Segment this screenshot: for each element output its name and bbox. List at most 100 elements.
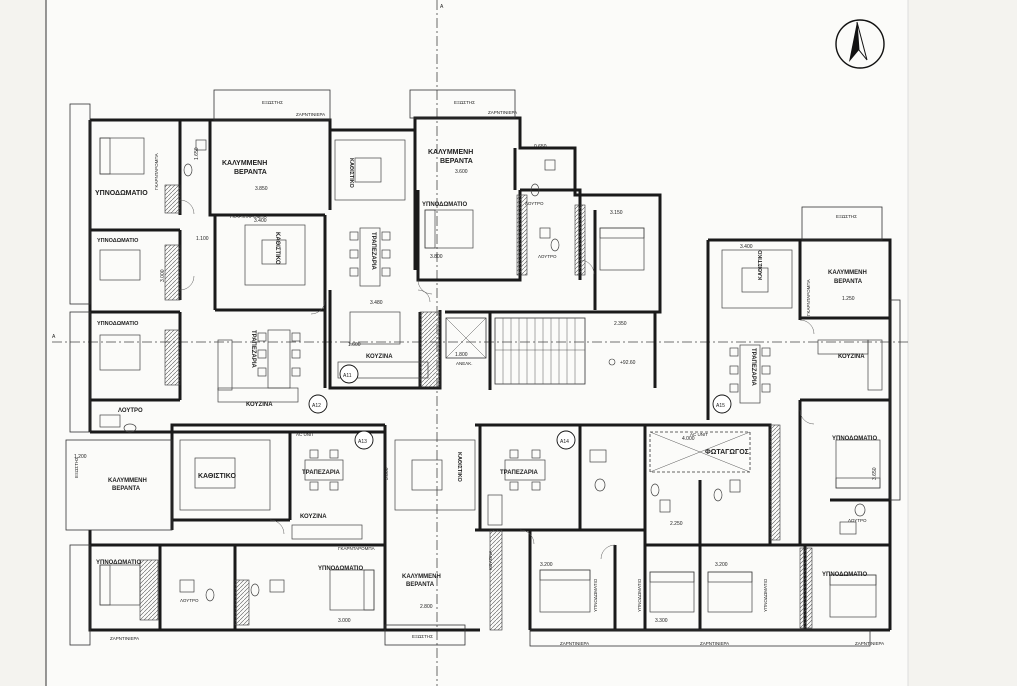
unit-a14-label: A14 — [560, 439, 569, 445]
label-balcony-1: ΕΞΩΣΤΗΣ — [262, 100, 283, 105]
label-wardrobe-4: ΓΚΑΡΝΤΑΡΟΜΠΑ — [338, 546, 375, 551]
dim-21: 2.250 — [670, 521, 683, 527]
dim-7: 1.800 — [455, 352, 468, 358]
label-bedroom-4: ΥΠΝΟΔΩΜΑΤΙΟ — [422, 202, 467, 208]
unit-markers: A11 A12 A13 A14 A15 — [308, 364, 732, 450]
label-veranda-4b: ΒΕΡΑΝΤΑ — [112, 486, 141, 492]
label-living-1: ΚΑΘΙΣΤΙΚΟ — [274, 232, 280, 265]
dim-1: 1.650 — [194, 147, 200, 160]
label-veranda-1b: ΒΕΡΑΝΤΑ — [234, 169, 267, 176]
dim-2: 3.850 — [255, 186, 268, 192]
dim-25: 3.400 — [740, 244, 753, 250]
label-wardrobe-1: ΓΚΑΡΝΤΑΡΟΜΠΑ — [154, 153, 159, 190]
label-balcony-4: ΕΞΩΣΤΗΣ — [74, 457, 79, 478]
label-bedroom-1: ΥΠΝΟΔΩΜΑΤΙΟ — [95, 190, 148, 197]
unit-a13-label: A13 — [358, 439, 367, 445]
dimension-labels: 1.650 3.850 3.400 3.600 3.150 3.480 1.80… — [74, 144, 878, 624]
label-kitchen-3: ΚΟΥΖΙΝΑ — [838, 354, 865, 360]
label-living-3: ΚΑΘΙΣΤΙΚΟ — [758, 249, 764, 280]
label-balcony-5: ΕΞΩΣΤΗΣ — [412, 634, 433, 639]
dim-19: 3.650 — [872, 467, 878, 480]
label-dining-3: ΤΡΑΠΕΖΑΡΙΑ — [750, 348, 756, 387]
label-kitchen-4: ΚΟΥΖΙΝΑ — [300, 514, 327, 520]
dim-6: 3.480 — [370, 300, 383, 306]
dim-3: 3.400 — [254, 218, 267, 224]
label-bedroom-7: ΥΠΝΟΔΩΜΑΤΙΟ — [318, 566, 363, 572]
label-living-2: ΚΑΘΙΣΤΙΚΟ — [348, 158, 354, 189]
unit-a12-label: A12 — [312, 403, 321, 409]
dim-16: 1.600 — [348, 342, 361, 348]
dim-23: 3.800 — [384, 467, 390, 480]
dim-9: 3.800 — [430, 254, 443, 260]
label-bath-5: ΛΟΥΤΡΟ — [180, 598, 199, 603]
label-planter-3: ΖΑΡΝΤΙΝΙΕΡΑ — [110, 636, 139, 641]
lightwell-label: ΦΩΤΑΓΩΓΟΣ — [705, 449, 749, 456]
label-living-4: ΚΑΘΙΣΤΙΚΟ — [198, 473, 236, 480]
dim-14: 4.000 — [682, 436, 695, 442]
label-veranda-2a: ΚΑΛΥΜΜΕΝΗ — [428, 149, 473, 156]
label-bedroom-8: ΥΠΝΟΔΩΜΑΤΙΟ — [822, 572, 867, 578]
label-bedroom-6: ΥΠΝΟΔΩΜΑΤΙΟ — [96, 560, 141, 566]
label-wardrobe-3: ΓΚΑΡΝΤΑΡΟΜΠΑ — [230, 214, 267, 219]
dim-24: 3.200 — [715, 562, 728, 568]
label-bath-2: ΛΟΥΤΡΟ — [525, 201, 544, 206]
dim-15: 1.250 — [842, 296, 855, 302]
lightwell: ΦΩΤΑΓΩΓΟΣ — [649, 431, 751, 473]
label-kitchen-5: ΚΟΥΖΙΝΑ — [488, 551, 493, 570]
label-bedroom-2: ΥΠΝΟΔΩΜΑΤΙΟ — [97, 238, 139, 244]
label-veranda-5b: ΒΕΡΑΝΤΑ — [406, 582, 435, 588]
dim-18: 1.200 — [74, 454, 87, 460]
label-bedroom-11: ΥΠΝΟΔΩΜΑΤΙΟ — [763, 578, 768, 612]
label-bedroom-10: ΥΠΝΟΔΩΜΑΤΙΟ — [637, 578, 642, 612]
axis-marker-a-top: A — [440, 4, 444, 10]
dim-26: 3.000 — [160, 269, 166, 282]
dim-11: 3.200 — [540, 562, 553, 568]
label-veranda-3b: ΒΕΡΑΝΤΑ — [834, 279, 863, 285]
label-bedroom-5: ΥΠΝΟΔΩΜΑΤΙΟ — [832, 436, 877, 442]
dim-22: 0.650 — [534, 144, 547, 150]
north-arrow-icon — [835, 19, 885, 69]
label-dining-2: ΤΡΑΠΕΖΑΡΙΑ — [370, 232, 376, 271]
dim-4: 3.600 — [455, 169, 468, 175]
interior-walls — [90, 120, 890, 630]
stair-core: ΑΝΕΛΚ. +92.60 — [445, 317, 636, 385]
label-dining-4: ΤΡΑΠΕΖΑΡΙΑ — [302, 470, 341, 476]
label-dining-1: ΤΡΑΠΕΖΑΡΙΑ — [250, 330, 256, 369]
unit-a15-label: A15 — [716, 403, 725, 409]
label-veranda-1a: ΚΑΛΥΜΜΕΝΗ — [222, 160, 267, 167]
label-planter-6: ΖΑΡΝΤΙΝΙΕΡΑ — [855, 641, 884, 646]
label-wardrobe-2: ΓΚΑΡΝΤΑΡΟΜΠΑ — [806, 279, 811, 316]
dim-5: 3.150 — [610, 210, 623, 216]
label-aircon-1: AC UNIT — [296, 432, 314, 437]
label-veranda-2b: ΒΕΡΑΝΤΑ — [440, 158, 473, 165]
axis-marker-a-left: A — [52, 334, 56, 340]
level-mark: +92.60 — [620, 360, 636, 366]
label-kitchen-2: ΚΟΥΖΙΝΑ — [246, 402, 273, 408]
label-bath-3: ΛΟΥΤΡΟ — [538, 254, 557, 259]
dim-12: 2.800 — [420, 604, 433, 610]
elevator-label: ΑΝΕΛΚ. — [456, 361, 473, 366]
balconies — [65, 89, 901, 647]
label-bath-1: ΛΟΥΤΡΟ — [118, 408, 143, 414]
label-planter-4: ΖΑΡΝΤΙΝΙΕΡΑ — [560, 641, 589, 646]
label-dining-5: ΤΡΑΠΕΖΑΡΙΑ — [500, 470, 539, 476]
label-veranda-3a: ΚΑΛΥΜΜΕΝΗ — [828, 270, 867, 276]
furniture — [99, 137, 883, 618]
label-balcony-3: ΕΞΩΣΤΗΣ — [836, 214, 857, 219]
label-kitchen-1: ΚΟΥΖΙΝΑ — [366, 354, 393, 360]
dim-13: 3.000 — [338, 618, 351, 624]
label-planter-5: ΖΑΡΝΤΙΝΙΕΡΑ — [700, 641, 729, 646]
label-planter-1: ΖΑΡΝΤΙΝΙΕΡΑ — [296, 112, 325, 117]
structural-columns — [139, 184, 813, 631]
label-balcony-2: ΕΞΩΣΤΗΣ — [454, 100, 475, 105]
room-labels: ΥΠΝΟΔΩΜΑΤΙΟ ΥΠΝΟΔΩΜΑΤΙΟ ΥΠΝΟΔΩΜΑΤΙΟ ΥΠΝΟ… — [74, 100, 884, 646]
label-living-5: ΚΑΘΙΣΤΙΚΟ — [456, 452, 462, 483]
dim-8: 2.350 — [614, 321, 627, 327]
label-veranda-5a: ΚΑΛΥΜΜΕΝΗ — [402, 574, 441, 580]
label-planter-2: ΖΑΡΝΤΙΝΙΕΡΑ — [488, 110, 517, 115]
label-bedroom-3: ΥΠΝΟΔΩΜΑΤΙΟ — [97, 321, 139, 327]
label-veranda-4a: ΚΑΛΥΜΜΕΝΗ — [108, 478, 147, 484]
dim-10: 3.300 — [655, 618, 668, 624]
label-aircon-2: AC UNIT — [690, 432, 708, 437]
